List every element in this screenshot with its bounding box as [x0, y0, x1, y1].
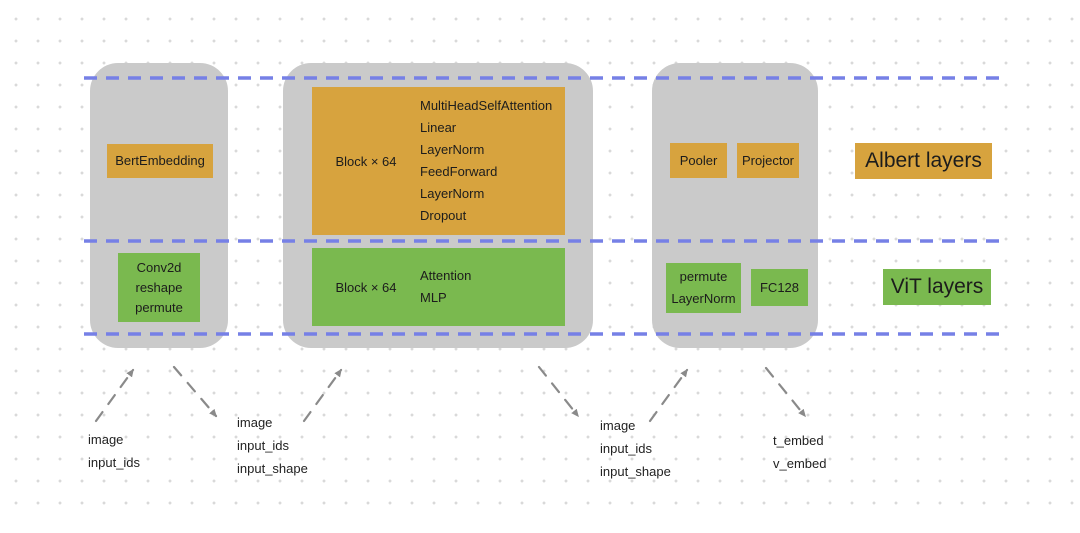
vit-patch-embedding-box: Conv2d reshape permute [118, 253, 200, 322]
vit-block-layer-list: Attention MLP [420, 248, 471, 326]
layer-item: Dropout [420, 208, 467, 223]
reshape-label: reshape [135, 279, 183, 295]
bert-embedding-label: BertEmbedding [115, 153, 205, 168]
permute-label: permute [679, 269, 728, 284]
layer-item: FeedForward [420, 164, 498, 179]
conv2d-label: Conv2d [136, 259, 182, 275]
io-label-mid-left-inputs: image input_ids input_shape [237, 415, 308, 476]
layer-item: Attention [420, 268, 472, 283]
io-label-left-inputs: image input_ids [88, 432, 141, 470]
vit-encoder-block: Block × 64 Attention MLP [312, 248, 565, 326]
bert-embedding-box: BertEmbedding [107, 144, 213, 178]
fc128-label: FC128 [759, 279, 800, 295]
projector-label: Projector [741, 152, 795, 168]
layer-item: LayerNorm [420, 142, 485, 157]
albert-block-layer-list: MultiHeadSelfAttention Linear LayerNorm … [420, 87, 552, 235]
albert-encoder-block: Block × 64 MultiHeadSelfAttention Linear… [312, 87, 565, 235]
projector-box: Projector [737, 143, 799, 178]
albert-block-count-label: Block × 64 [335, 153, 397, 169]
input-arrow-to-embedding [94, 368, 135, 423]
io-label-outputs: t_embed v_embed [773, 433, 827, 471]
embedding-output-arrow [172, 365, 218, 418]
vit-permute-layernorm-box: permute LayerNorm [666, 263, 741, 313]
vit-block-count-label: Block × 64 [335, 279, 397, 295]
encoder-output-arrow [537, 365, 580, 418]
vit-layers-legend-label: ViT layers [890, 275, 984, 298]
layer-item: LayerNorm [420, 186, 485, 201]
pooler-box: Pooler [670, 143, 727, 178]
layer-item: MLP [420, 290, 447, 305]
permute-label: permute [135, 299, 183, 315]
input-arrow-to-encoder [302, 368, 343, 423]
fc128-box: FC128 [751, 269, 808, 306]
bottom-margin [0, 515, 1080, 533]
albert-layers-legend-label: Albert layers [865, 149, 982, 172]
layer-item: MultiHeadSelfAttention [420, 98, 553, 113]
vit-layers-legend: ViT layers [883, 269, 991, 305]
albert-layers-legend: Albert layers [855, 143, 992, 179]
head-output-arrow [764, 366, 807, 418]
io-label-mid-right-inputs: image input_ids input_shape [600, 418, 671, 479]
pooler-label: Pooler [679, 152, 718, 168]
layer-item: Linear [420, 120, 457, 135]
layernorm-label: LayerNorm [671, 291, 736, 306]
